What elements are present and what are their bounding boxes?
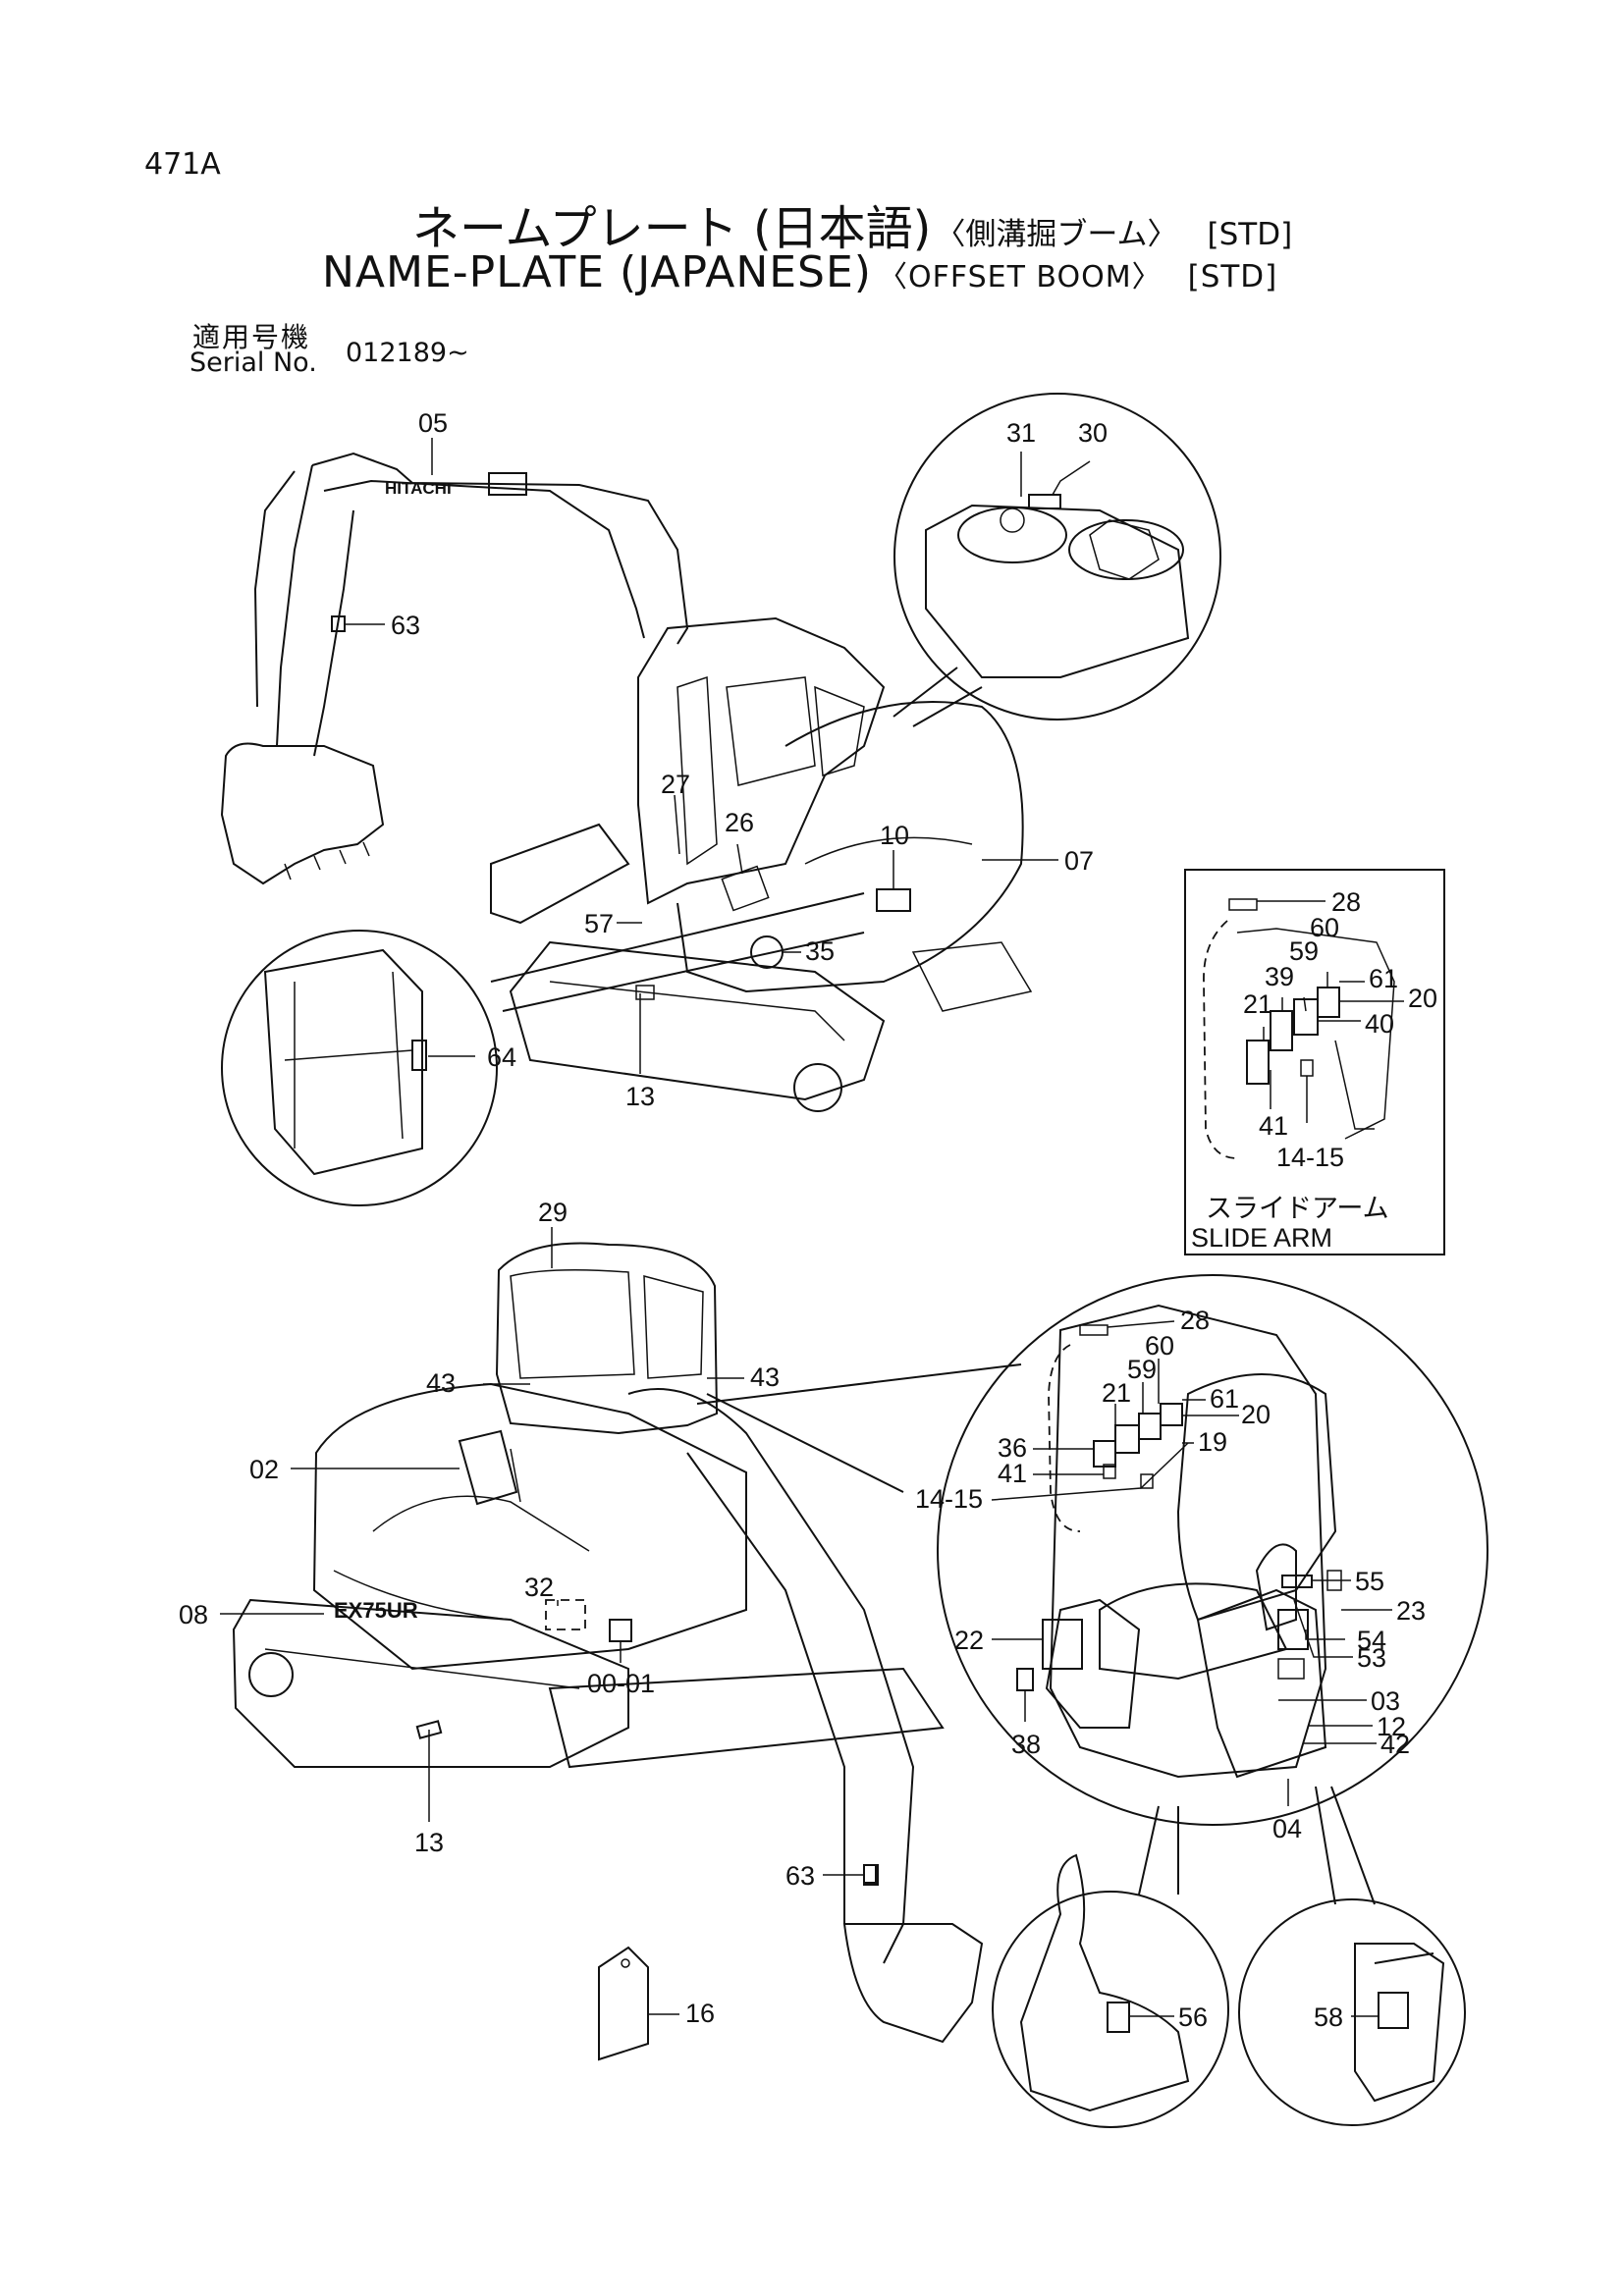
title-en-std: [STD] (1187, 259, 1278, 294)
detail-callout-12: 12 (1377, 1712, 1406, 1741)
detail-callout-21: 21 (1102, 1378, 1131, 1408)
detail-callout-23: 23 (1396, 1596, 1426, 1626)
callout-16: 16 (685, 1999, 715, 2028)
callout-27: 27 (661, 770, 690, 799)
detail-callout-22: 22 (954, 1626, 984, 1655)
callout-31: 31 (1006, 418, 1036, 448)
slide-callout-61: 61 (1369, 964, 1398, 993)
title-english: NAME-PLATE (JAPANESE)〈OFFSET BOOM〉 [STD] (322, 247, 1277, 297)
callout-08: 08 (179, 1600, 208, 1629)
callout-56: 56 (1178, 2002, 1208, 2032)
control-box-detail (1238, 1786, 1466, 2126)
callout-26: 26 (725, 808, 754, 837)
callout-13-bottom: 13 (414, 1828, 444, 1857)
radiator-detail (221, 892, 865, 1206)
detail-callout-28: 28 (1180, 1306, 1210, 1335)
callout-00-01: 00-01 (587, 1669, 655, 1698)
joystick-detail (992, 1805, 1229, 2128)
callout-05: 05 (418, 408, 448, 438)
detail-callout-04: 04 (1272, 1814, 1302, 1843)
serial-label-en: Serial No. (189, 347, 317, 378)
slide-callout-60: 60 (1310, 913, 1339, 942)
serial-label-jp: 適用号機 (192, 321, 311, 353)
title-jp-std: [STD] (1207, 217, 1293, 252)
detail-callout-54: 54 (1357, 1626, 1386, 1655)
hydraulic-tank-detail (893, 393, 1221, 727)
slide-callout-59: 59 (1289, 936, 1319, 966)
callout-43-right: 43 (750, 1362, 780, 1392)
callout-35: 35 (805, 936, 835, 966)
slide-arm-label-jp: スライドアーム (1206, 1194, 1389, 1223)
leader-lines (220, 438, 1404, 2017)
serial-value: 012189~ (346, 338, 469, 368)
detail-callout-03: 03 (1371, 1686, 1400, 1716)
slide-callout-21: 21 (1243, 989, 1272, 1019)
slide-callout-40: 40 (1365, 1009, 1394, 1039)
bottom-excavator-drawing: EX75UR (232, 1242, 984, 2044)
detail-callout-61: 61 (1210, 1384, 1239, 1414)
callout-64: 64 (487, 1042, 516, 1072)
detail-callout-55: 55 (1355, 1567, 1384, 1596)
detail-callout-14-15: 14-15 (915, 1484, 983, 1514)
detail-callout-53: 53 (1357, 1643, 1386, 1673)
callout-57: 57 (584, 909, 614, 938)
callout-10: 10 (880, 821, 909, 850)
detail-callout-42: 42 (1380, 1730, 1410, 1759)
tag-16-drawing (598, 1946, 649, 2061)
title-en-main: NAME-PLATE (JAPANESE) (322, 247, 872, 297)
page-number: 471A (144, 147, 221, 182)
detail-callout-60: 60 (1145, 1331, 1174, 1361)
detail-callout-36: 36 (998, 1433, 1027, 1463)
title-japanese: ネームプレート (日本語)〈側溝掘ブーム〉 [STD] (412, 189, 1292, 258)
callout-02: 02 (249, 1455, 279, 1484)
hitachi-logo-decal: HITACHI (385, 479, 452, 498)
slide-callout-39: 39 (1265, 962, 1294, 991)
callout-30: 30 (1078, 418, 1108, 448)
detail-callout-38: 38 (1011, 1730, 1041, 1759)
callout-13-top: 13 (625, 1082, 655, 1111)
callout-07: 07 (1064, 846, 1094, 876)
detail-callout-19: 19 (1198, 1427, 1227, 1457)
callout-labels: 05 63 31 30 27 26 10 07 57 35 64 13 28 6… (179, 408, 1437, 2032)
title-jp-main: ネームプレート (日本語) (412, 201, 932, 256)
slide-callout-28: 28 (1331, 887, 1361, 917)
detail-callout-59: 59 (1127, 1355, 1157, 1384)
callout-63-top: 63 (391, 611, 420, 640)
callout-32: 32 (524, 1573, 554, 1602)
callout-29: 29 (538, 1198, 568, 1227)
slide-arm-inset: スライドアーム SLIDE ARM (1184, 869, 1445, 1255)
detail-callout-20: 20 (1241, 1400, 1271, 1429)
title-en-sub: 〈OFFSET BOOM〉 (877, 260, 1163, 294)
callout-43-left: 43 (426, 1368, 456, 1398)
slide-callout-20: 20 (1408, 984, 1437, 1013)
callout-63-bottom: 63 (785, 1861, 815, 1891)
slide-callout-14-15: 14-15 (1276, 1143, 1344, 1172)
slide-arm-label-en: SLIDE ARM (1191, 1223, 1332, 1253)
operator-seat-detail (696, 1274, 1488, 1826)
detail-callout-41: 41 (998, 1459, 1027, 1488)
top-excavator-drawing: HITACHI (220, 452, 1033, 1112)
callout-58: 58 (1314, 2002, 1343, 2032)
model-decal: EX75UR (334, 1598, 418, 1623)
title-jp-sub: 〈側溝掘ブーム〉 (935, 217, 1178, 252)
slide-callout-41: 41 (1259, 1111, 1288, 1141)
